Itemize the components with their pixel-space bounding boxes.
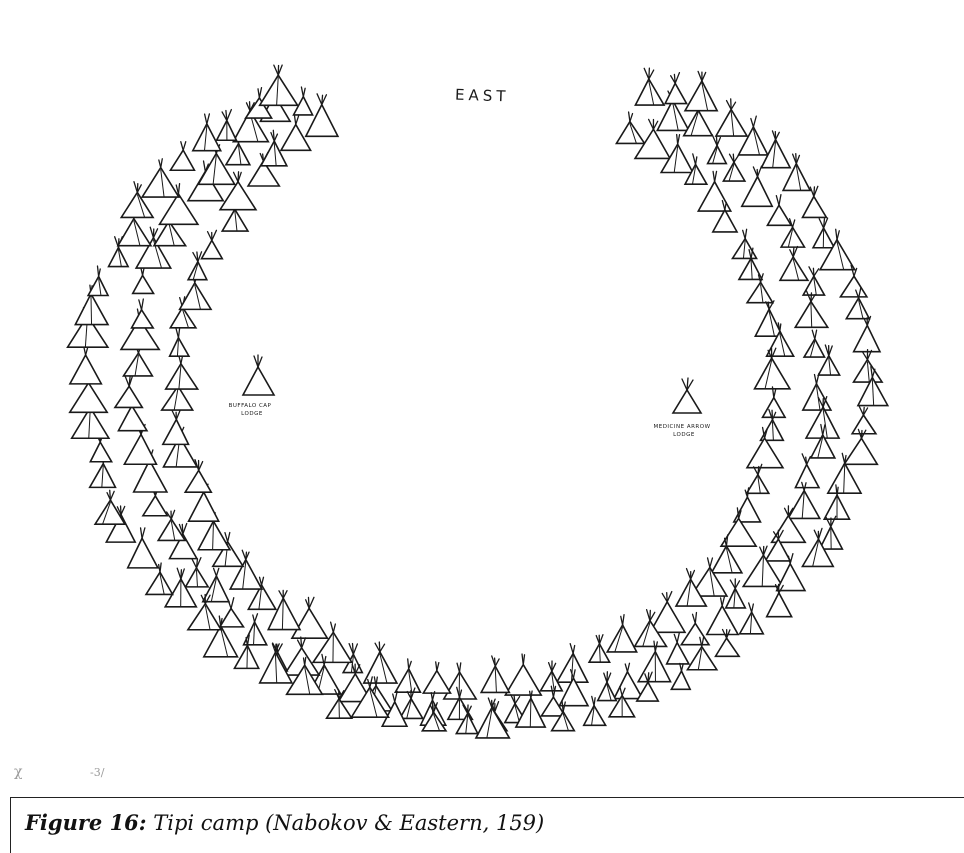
buffalo-cap-lodge-tipi: [243, 355, 274, 395]
tipi-icon: [186, 558, 209, 587]
tipi-icon: [854, 350, 883, 382]
medicine-arrow-lodge-label-line1: MEDICINE ARROW: [653, 424, 710, 430]
medicine-arrow-lodge: MEDICINE ARROW LODGE: [653, 378, 710, 438]
tipi-icon: [128, 528, 158, 568]
tipi-icon: [476, 698, 509, 738]
tipi-icon: [854, 316, 880, 351]
tipi-icon: [755, 301, 782, 336]
tipi-icon: [708, 135, 727, 164]
figure-caption-text: Tipi camp (Nabokov & Eastern, 159): [147, 811, 545, 835]
tipi-icon: [726, 579, 745, 608]
tipi-icon: [88, 266, 108, 295]
tipi-icon: [364, 642, 397, 683]
tipi-icon: [423, 662, 450, 693]
tipi-icon: [294, 87, 313, 115]
tipi-icon: [132, 299, 154, 328]
medicine-arrow-lodge-label-line2: LODGE: [673, 432, 695, 438]
tipi-icon: [170, 328, 189, 356]
medicine-arrow-lodge-tipi: [673, 378, 701, 413]
tipi-icon: [170, 142, 194, 171]
tipi-icon: [681, 612, 709, 644]
tipi-icon: [820, 516, 843, 549]
buffalo-cap-lodge-label-line1: BUFFALO CAP: [229, 403, 272, 409]
tipi-icon: [732, 229, 756, 258]
tipi-icon: [616, 112, 644, 143]
margin-mark-left: χ: [14, 764, 23, 780]
tipi-icon: [665, 73, 686, 104]
tipi-icon: [767, 195, 791, 226]
tipi-icon: [70, 346, 101, 384]
tipi-icon: [260, 644, 292, 683]
tipi-icon: [163, 409, 189, 444]
tipi-icon: [723, 154, 744, 181]
figure-caption: Figure 16: Tipi camp (Nabokov & Eastern,…: [10, 797, 964, 853]
tipi-icon: [783, 154, 810, 191]
tipi-icon: [804, 330, 824, 357]
tipi-icon: [795, 291, 827, 327]
tipi-icon: [635, 68, 664, 105]
tipi-icon: [795, 454, 819, 488]
tipi-icon: [193, 114, 221, 151]
tipi-icon: [671, 663, 690, 689]
tipi-icon: [803, 373, 831, 410]
tipi-camp-drawing: EAST BUFFALO CAP LODGE MEDICINE ARROW LO…: [0, 0, 964, 780]
tipi-icon: [133, 265, 154, 293]
margin-mark-right: -3/: [90, 766, 105, 779]
tipi-icon: [813, 218, 834, 248]
tipi-icon: [217, 110, 237, 141]
tipi-icon: [505, 654, 541, 695]
tipi-icon: [292, 597, 327, 638]
tipi-icon: [607, 615, 636, 652]
east-direction-label: EAST: [455, 86, 510, 106]
tipi-icon: [763, 387, 786, 417]
tipi-ring: [68, 65, 888, 738]
tipi-icon: [260, 65, 298, 105]
buffalo-cap-lodge-label-line2: LODGE: [241, 411, 263, 417]
tipi-icon: [516, 691, 545, 727]
tipi-icon: [395, 659, 420, 692]
tipi-icon: [818, 345, 839, 375]
tipi-icon: [716, 99, 747, 136]
tipi-icon: [166, 353, 198, 389]
tipi-icon: [598, 672, 616, 701]
buffalo-cap-lodge: BUFFALO CAP LODGE: [229, 355, 274, 417]
tipi-icon: [780, 247, 808, 281]
tipi-icon: [852, 406, 876, 434]
tipi-icon: [481, 656, 509, 692]
tipi-icon: [115, 376, 142, 408]
tipi-icon: [589, 635, 610, 663]
figure-number: Figure 16:: [25, 810, 147, 835]
tipi-icon: [202, 230, 223, 258]
tipi-icon: [747, 464, 769, 493]
tipi-icon: [844, 429, 877, 464]
tipi-icon: [742, 166, 772, 206]
tipi-icon: [685, 71, 717, 110]
